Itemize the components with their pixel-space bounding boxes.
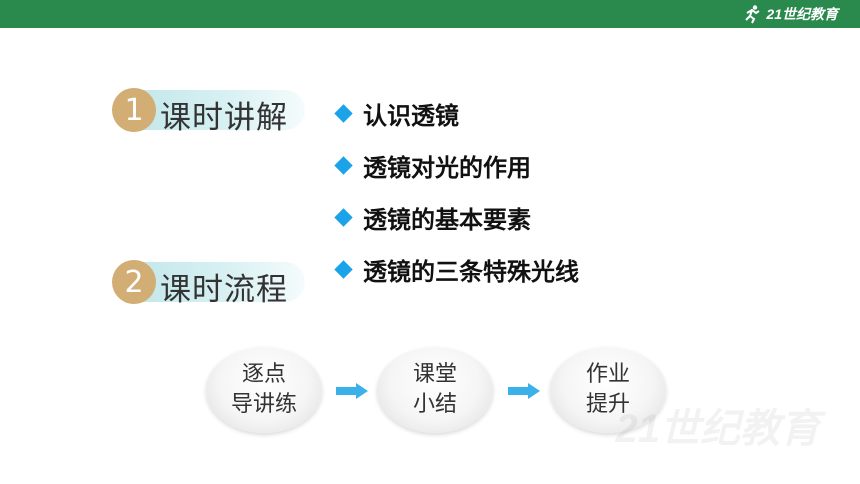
- brand-logo: 21世纪教育: [742, 3, 838, 25]
- diamond-bullet-icon: [334, 207, 353, 227]
- section-1-number: 1: [112, 88, 156, 132]
- section-1-title: 课时讲解: [160, 100, 288, 136]
- topic-text: 透镜的三条特殊光线: [363, 257, 579, 286]
- topic-text: 透镜对光的作用: [363, 153, 531, 182]
- diamond-bullet-icon: [334, 103, 353, 123]
- topic-text: 认识透镜: [363, 101, 459, 130]
- flow-step-label: 课堂 小结: [412, 362, 457, 417]
- diamond-bullet-icon: [334, 259, 353, 279]
- topic-item: 认识透镜: [333, 96, 459, 130]
- flow-step-label: 作业 提升: [585, 362, 630, 417]
- runner-icon: [745, 5, 760, 24]
- top-bar: 21世纪教育: [0, 0, 860, 28]
- flow-step-lecture[interactable]: 逐点 导讲练: [206, 347, 322, 433]
- flow-step-label: 逐点 导讲练: [230, 362, 297, 417]
- topic-item: 透镜的三条特殊光线: [333, 252, 579, 286]
- watermark: 21世纪教育: [615, 407, 821, 451]
- flow-step-summary[interactable]: 课堂 小结: [377, 347, 493, 433]
- topic-text: 透镜的基本要素: [363, 205, 531, 234]
- diamond-bullet-icon: [334, 155, 353, 175]
- arrow-right-icon: [508, 383, 540, 399]
- arrow-right-icon: [336, 383, 368, 399]
- brand-text: 21世纪教育: [766, 6, 838, 22]
- topic-item: 透镜对光的作用: [333, 148, 531, 182]
- flow-step-homework[interactable]: 作业 提升: [550, 347, 666, 433]
- section-2-title: 课时流程: [160, 272, 288, 308]
- topic-item: 透镜的基本要素: [333, 200, 531, 234]
- section-2-number: 2: [112, 260, 156, 304]
